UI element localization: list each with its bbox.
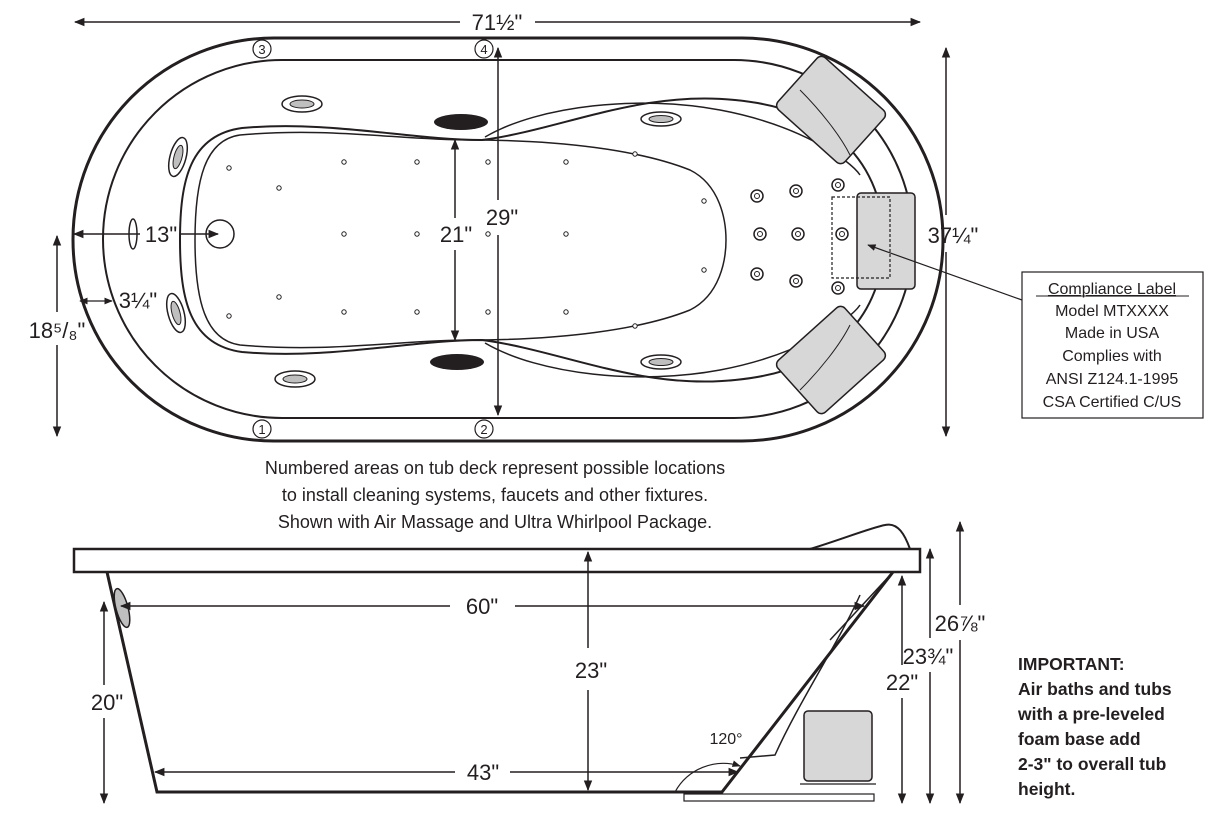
jet: [640, 354, 682, 370]
svg-text:1: 1: [258, 422, 265, 437]
label-dashed-box: [831, 196, 891, 279]
top-view: 3 4 1 2 71½" 29" 21": [29, 10, 1204, 443]
svg-text:Numbered areas on tub deck rep: Numbered areas on tub deck represent pos…: [265, 458, 725, 478]
svg-text:Made in USA: Made in USA: [1065, 325, 1160, 342]
suction-cover-top: [434, 114, 488, 130]
dimension-angle: 120°: [674, 731, 743, 793]
jet: [281, 95, 323, 113]
dimension-depth: 23": [575, 550, 607, 792]
deck-location-2: 2: [474, 419, 494, 439]
side-view: 120° 60" 43" 23" 20" 22": [72, 520, 986, 805]
dimension-height-23: 23¾": [903, 547, 954, 805]
label-panel: [856, 192, 916, 290]
svg-text:37¼": 37¼": [928, 223, 979, 248]
svg-text:20": 20": [91, 690, 123, 715]
compliance-label-title: Compliance Label: [1048, 281, 1176, 298]
dimension-bottom-width: 21": [440, 138, 472, 342]
svg-text:height.: height.: [1018, 779, 1075, 799]
svg-text:CSA Certified C/US: CSA Certified C/US: [1043, 394, 1182, 411]
svg-text:2: 2: [480, 422, 487, 437]
svg-text:Complies with: Complies with: [1062, 348, 1162, 365]
svg-text:with a pre-leveled: with a pre-leveled: [1017, 704, 1165, 724]
suction-cover-bottom: [430, 354, 484, 370]
important-note: IMPORTANT: Air baths and tubs with a pre…: [1017, 654, 1172, 799]
svg-text:foam base add: foam base add: [1018, 729, 1141, 749]
svg-text:21": 21": [440, 222, 472, 247]
svg-text:3¼": 3¼": [119, 288, 157, 313]
svg-text:IMPORTANT:: IMPORTANT:: [1018, 654, 1125, 674]
dimension-overall-width: 37¼": [928, 46, 979, 438]
svg-text:26⅞": 26⅞": [935, 611, 986, 636]
svg-text:22": 22": [886, 670, 918, 695]
jet: [165, 292, 187, 334]
tub-floor-outline: [194, 131, 727, 349]
back-jets: [750, 178, 849, 295]
svg-text:60": 60": [466, 594, 498, 619]
dimension-interior-length: 29": [486, 46, 518, 417]
dimension-overall-length: 71½": [73, 10, 922, 35]
deck-note: Numbered areas on tub deck represent pos…: [265, 458, 725, 532]
tub-basin-outline: [178, 97, 887, 383]
jet: [640, 111, 682, 127]
svg-text:120°: 120°: [709, 731, 742, 748]
pump-motor: [803, 710, 873, 782]
dimension-drain-offset: 13": [72, 222, 220, 247]
svg-text:13": 13": [145, 222, 177, 247]
dimension-top-length: 60": [119, 594, 866, 619]
dimension-height-22: 22": [886, 574, 918, 805]
base-plate: [683, 793, 875, 802]
svg-text:Air baths and tubs: Air baths and tubs: [1018, 679, 1172, 699]
svg-text:18⁵/₈": 18⁵/₈": [29, 318, 86, 343]
compliance-label-callout: Compliance Label Model MTXXXX Made in US…: [867, 244, 1204, 419]
svg-text:to install cleaning systems, f: to install cleaning systems, faucets and…: [282, 485, 708, 505]
dimension-deck-width: 3¼": [79, 288, 157, 313]
headrest-pillow-bottom: [775, 305, 887, 415]
tub-side-body: [105, 571, 895, 794]
svg-text:23": 23": [575, 658, 607, 683]
svg-text:71½": 71½": [472, 10, 523, 35]
dimension-height-26: 26⅞": [935, 520, 986, 805]
deck-location-3: 3: [252, 39, 272, 59]
svg-text:3: 3: [258, 42, 265, 57]
headrest-pillow-top: [775, 55, 887, 165]
tub-side-rim: [72, 547, 922, 574]
svg-text:ANSI Z124.1-1995: ANSI Z124.1-1995: [1046, 371, 1179, 388]
svg-text:43": 43": [467, 760, 499, 785]
svg-text:29": 29": [486, 205, 518, 230]
whirlpool-jets: [128, 95, 682, 388]
deck-location-1: 1: [252, 419, 272, 439]
dimension-bottom-length: 43": [153, 760, 740, 785]
svg-text:23¾": 23¾": [903, 644, 954, 669]
deck-location-4: 4: [474, 39, 494, 59]
jet: [167, 136, 189, 178]
svg-text:2-3" to overall tub: 2-3" to overall tub: [1018, 754, 1166, 774]
dimension-height-left: 20": [91, 600, 123, 805]
jet: [274, 370, 316, 388]
svg-text:Model MTXXXX: Model MTXXXX: [1055, 303, 1169, 320]
svg-text:Shown with Air Massage and Ult: Shown with Air Massage and Ultra Whirlpo…: [278, 512, 712, 532]
air-massage-jets: [226, 151, 707, 329]
deck-location-markers: 3 4 1 2: [252, 39, 494, 439]
svg-text:4: 4: [480, 42, 487, 57]
tub-outer-rim: [71, 36, 945, 443]
dimension-center-line: 18⁵/₈": [29, 234, 86, 438]
